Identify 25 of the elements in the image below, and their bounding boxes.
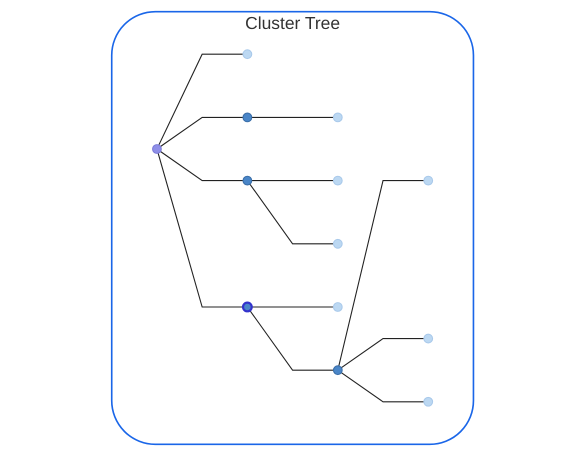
connector xyxy=(158,153,244,308)
connector xyxy=(160,116,244,147)
connector xyxy=(250,310,334,371)
node-circle xyxy=(424,176,434,186)
node-circle xyxy=(424,396,434,407)
connector xyxy=(252,306,334,308)
connector xyxy=(250,184,334,244)
node-circle xyxy=(242,49,253,60)
node-circle xyxy=(242,176,253,186)
node-circle xyxy=(152,144,162,154)
connector xyxy=(158,54,244,146)
node-circle xyxy=(333,238,344,249)
node-circle xyxy=(333,112,344,122)
node-circle xyxy=(242,302,254,312)
connector xyxy=(252,116,334,118)
connector xyxy=(341,372,424,402)
connector xyxy=(338,180,424,366)
node-circle xyxy=(333,365,344,376)
node-circle xyxy=(333,176,344,186)
node-circle xyxy=(424,334,434,344)
node-circle xyxy=(242,112,253,122)
connector xyxy=(252,180,334,182)
connector xyxy=(160,151,244,182)
node-circle xyxy=(333,302,344,312)
connector xyxy=(341,338,424,368)
